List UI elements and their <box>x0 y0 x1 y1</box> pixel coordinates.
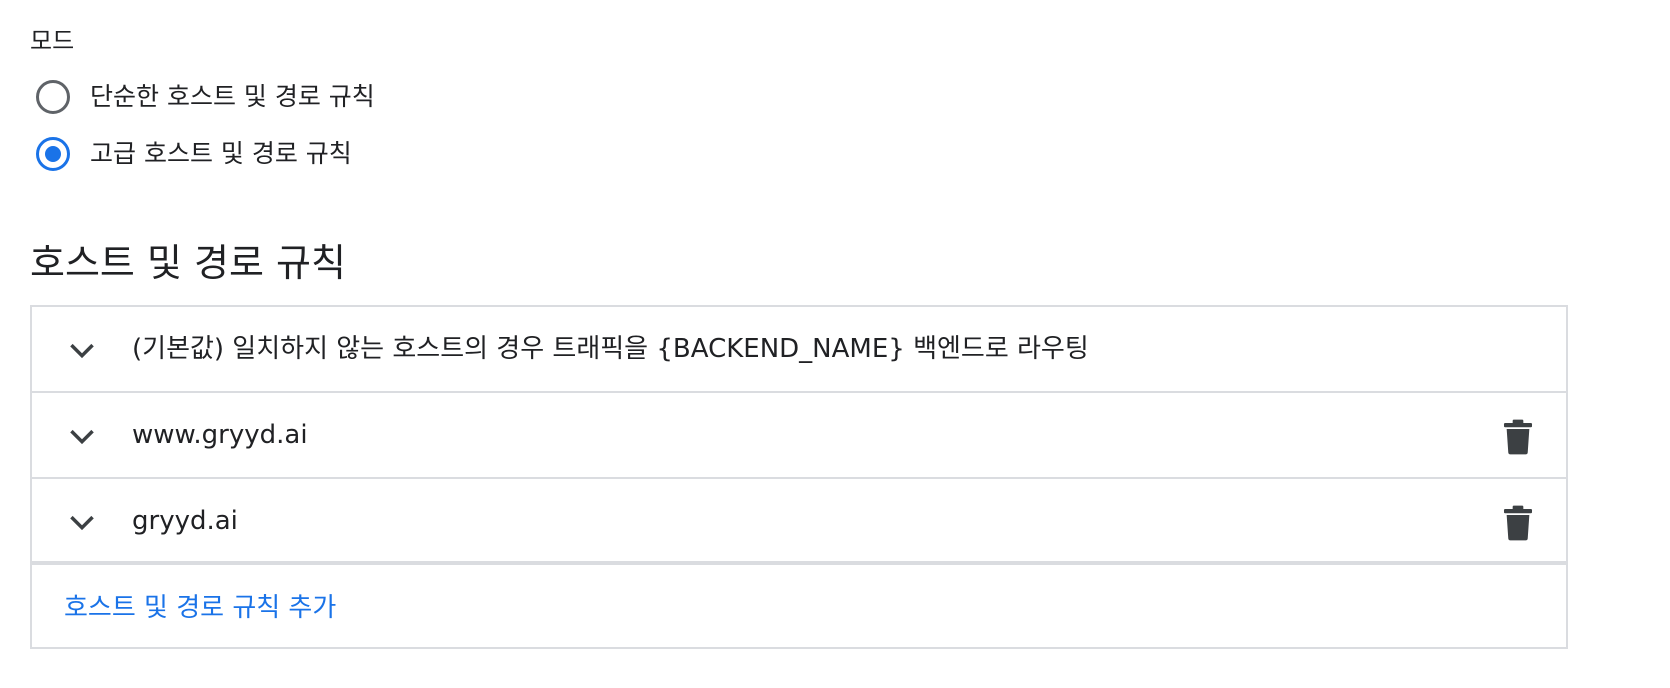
add-rule-link[interactable]: 호스트 및 경로 규칙 추가 <box>64 593 337 623</box>
rule-text: gryyd.ai <box>132 506 238 536</box>
rule-row-gryyd[interactable]: gryyd.ai <box>32 479 1566 565</box>
mode-option-advanced[interactable]: 고급 호스트 및 경로 규칙 <box>36 137 352 171</box>
rules-list: (기본값) 일치하지 않는 호스트의 경우 트래픽을 {BACKEND_NAME… <box>30 305 1568 649</box>
trash-icon[interactable] <box>1502 505 1534 541</box>
chevron-down-icon[interactable] <box>66 421 98 453</box>
mode-option-simple[interactable]: 단순한 호스트 및 경로 규칙 <box>36 80 375 114</box>
rule-row-default[interactable]: (기본값) 일치하지 않는 호스트의 경우 트래픽을 {BACKEND_NAME… <box>32 307 1566 393</box>
rule-text: (기본값) 일치하지 않는 호스트의 경우 트래픽을 {BACKEND_NAME… <box>132 334 1089 364</box>
rule-text: www.gryyd.ai <box>132 420 308 450</box>
radio-button-checked[interactable] <box>36 137 70 171</box>
mode-option-simple-label: 단순한 호스트 및 경로 규칙 <box>90 82 375 111</box>
section-title: 호스트 및 경로 규칙 <box>30 241 346 285</box>
rule-row-www-gryyd[interactable]: www.gryyd.ai <box>32 393 1566 479</box>
trash-icon[interactable] <box>1502 419 1534 455</box>
mode-label: 모드 <box>30 27 75 55</box>
mode-option-advanced-label: 고급 호스트 및 경로 규칙 <box>90 139 352 168</box>
radio-button-unchecked[interactable] <box>36 80 70 114</box>
radio-selected-dot <box>45 146 61 162</box>
chevron-down-icon[interactable] <box>66 335 98 367</box>
chevron-down-icon[interactable] <box>66 507 98 539</box>
